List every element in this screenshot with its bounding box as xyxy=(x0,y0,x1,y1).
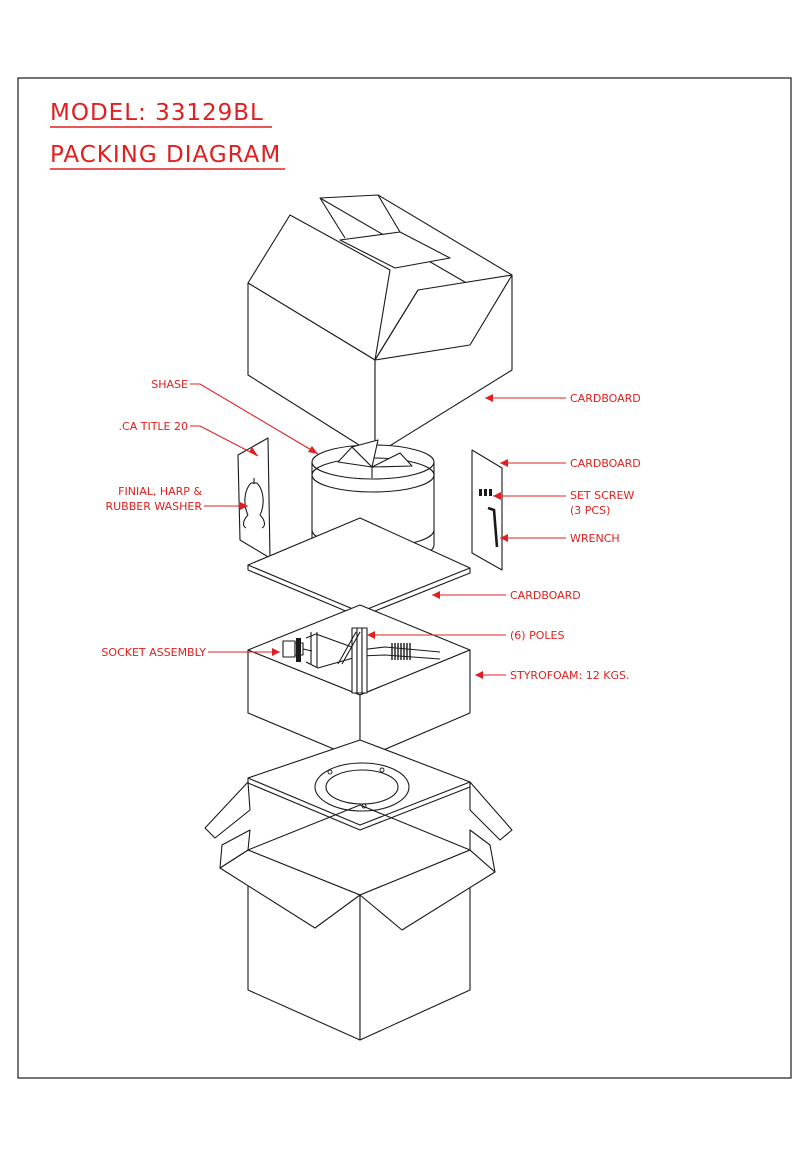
bottom-cardboard-base xyxy=(247,739,471,831)
label-styrofoam: STYROFOAM: 12 KGS. xyxy=(510,669,629,682)
callout-leaders xyxy=(190,383,566,676)
label-cardboard-side: CARDBOARD xyxy=(570,457,641,470)
drawing-frame xyxy=(17,77,792,1079)
label-socket-assembly: SOCKET ASSEMBLY xyxy=(101,646,206,659)
callout-arrowheads xyxy=(240,394,508,679)
label-finial-line1: FINIAL, HARP & xyxy=(118,485,202,498)
top-box-lid xyxy=(247,194,513,456)
hardware-cardboard-panel xyxy=(471,449,503,571)
styrofoam-block xyxy=(247,604,471,761)
label-ca-title: .CA TITLE 20 xyxy=(119,420,188,433)
diagram-title: PACKING DIAGRAM xyxy=(50,142,281,168)
label-cardboard-top: CARDBOARD xyxy=(570,392,641,405)
finial-cardboard-panel xyxy=(237,437,271,559)
label-poles: (6) POLES xyxy=(510,629,564,642)
cardboard-sheet xyxy=(247,517,471,613)
label-set-screw-line2: (3 PCS) xyxy=(570,504,610,517)
label-cardboard-sheet: CARDBOARD xyxy=(510,589,581,602)
bottom-open-box xyxy=(204,781,513,1041)
label-shase: SHASE xyxy=(151,378,188,391)
label-finial-line2: RUBBER WASHER xyxy=(105,500,202,513)
label-wrench: WRENCH xyxy=(570,532,620,545)
label-set-screw-line1: SET SCREW xyxy=(570,489,634,502)
model-title: MODEL: 33129BL xyxy=(50,100,264,126)
